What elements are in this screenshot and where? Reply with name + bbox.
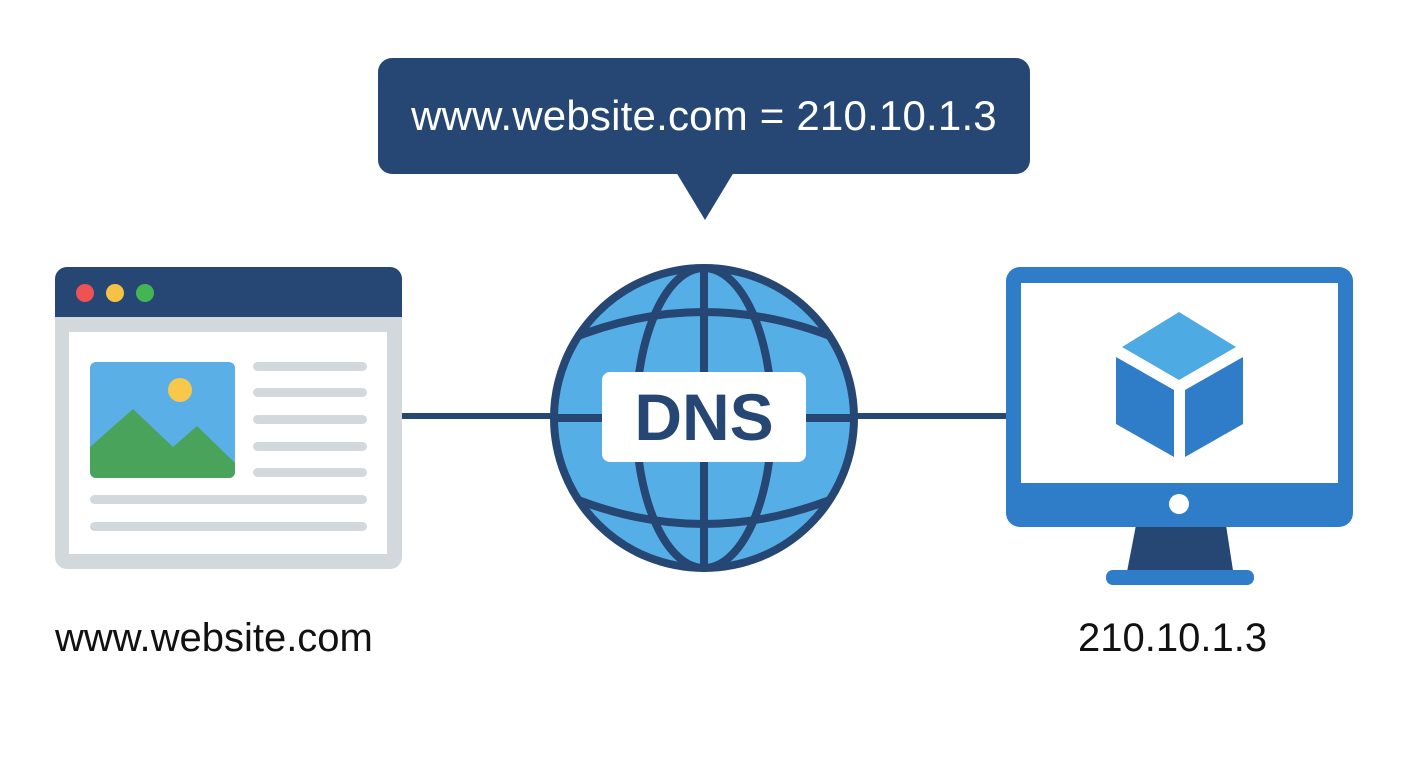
close-dot-icon [76, 284, 94, 302]
dns-badge: DNS [602, 372, 806, 462]
cube-icon [1116, 312, 1243, 457]
domain-label: www.website.com [55, 616, 373, 660]
dns-badge-text: DNS [634, 380, 774, 454]
monitor-cube-icon [1006, 267, 1353, 585]
dns-record-bubble: www.website.com = 210.10.1.3 [378, 58, 1030, 174]
browser-window-icon [55, 267, 402, 569]
bubble-tail [676, 172, 734, 220]
connector-dns-server [856, 413, 1008, 419]
ip-address-label: 210.10.1.3 [1078, 616, 1268, 660]
connector-browser-dns [400, 413, 552, 419]
dns-record-text: www.website.com = 210.10.1.3 [411, 92, 997, 139]
maximize-dot-icon [136, 284, 154, 302]
minimize-dot-icon [106, 284, 124, 302]
